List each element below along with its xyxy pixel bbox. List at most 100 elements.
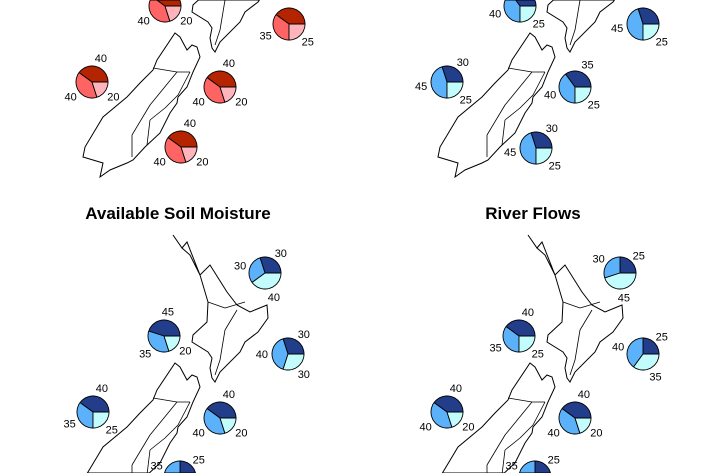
pie-label: 40 <box>522 307 534 319</box>
pie-slice-above <box>534 460 551 473</box>
pie-label: 40 <box>223 389 235 401</box>
pie-slice-above <box>79 395 110 413</box>
map-bottom-left <box>86 234 269 473</box>
pie-slice-normal <box>76 402 94 429</box>
pie-label: 20 <box>179 346 191 358</box>
pie-label: 40 <box>578 389 590 401</box>
pie-label: 40 <box>154 157 166 169</box>
pie-label: 45 <box>162 306 174 318</box>
pie-slice-below <box>219 86 237 103</box>
pie-label: 20 <box>462 422 474 434</box>
pie-slice-above <box>78 65 109 83</box>
pie-label: 40 <box>96 383 108 395</box>
pie-slice-below <box>446 411 464 428</box>
pie-slice-above <box>179 460 196 473</box>
pie-label: 20 <box>235 428 247 440</box>
pie-slice-above <box>561 401 592 419</box>
north-island-coastline <box>172 234 269 383</box>
pie-slice-above <box>206 401 237 419</box>
north-island-coastline <box>191 0 261 53</box>
pie-label: 40 <box>544 90 556 102</box>
pie-slice-below <box>574 417 592 434</box>
pie-slice-below <box>219 417 237 434</box>
pie-slice-normal <box>164 137 187 164</box>
pie-label: 30 <box>457 57 469 69</box>
pie-slice-below <box>282 353 305 371</box>
pie-slice-above <box>433 395 464 413</box>
pie-slice-normal <box>558 408 581 435</box>
south-island-coastline <box>86 362 201 473</box>
pie-slice-normal <box>148 0 171 23</box>
pie-slice-below <box>633 353 660 371</box>
pie-east-south-island: 40 40 20 <box>193 389 248 439</box>
pie-label: 40 <box>193 428 205 440</box>
pie-slice-above <box>148 319 181 337</box>
pie-slice-below <box>92 411 110 429</box>
pie-label: 30 <box>275 248 287 260</box>
pie-south-south-island: 25 35 <box>505 454 560 473</box>
pie-label: 30 <box>546 123 558 135</box>
pie-slice-normal <box>519 460 536 473</box>
pie-label: 25 <box>656 37 668 49</box>
map-top-right <box>437 0 616 179</box>
pie-label: 45 <box>504 147 516 159</box>
pie-slice-normal <box>502 326 520 353</box>
pie-slice-below <box>288 23 306 41</box>
pie-label: 25 <box>533 19 545 31</box>
pie-label: 40 <box>95 53 107 65</box>
pie-label: 35 <box>63 418 75 430</box>
pie-label: 45 <box>611 23 623 35</box>
pie-label: 35 <box>505 461 517 473</box>
pie-label: 25 <box>633 250 645 262</box>
pie-slice-normal <box>164 460 181 473</box>
north-island-coastline <box>546 0 616 53</box>
pie-label: 30 <box>593 253 605 265</box>
pie-slice-above <box>530 131 553 149</box>
pie-label: 20 <box>590 428 602 440</box>
pie-slice-normal <box>626 8 644 41</box>
pie-label: 40 <box>193 97 205 109</box>
panel-title-soil-moisture: Available Soil Moisture <box>85 204 270 223</box>
pie-label: 25 <box>548 454 560 466</box>
pie-label: 25 <box>302 37 314 49</box>
pie-slice-below <box>518 335 536 353</box>
north-island-coastline <box>527 234 624 383</box>
pie-label: 25 <box>549 161 561 173</box>
pie-slice-normal <box>430 402 453 429</box>
pie-label: 40 <box>184 118 196 130</box>
pie-slice-below <box>535 147 553 165</box>
pie-label: 35 <box>489 342 501 354</box>
south-island-coastline <box>437 32 556 179</box>
pie-label: 45 <box>415 81 427 93</box>
pie-label: 35 <box>649 371 661 383</box>
pie-slice-below <box>519 5 537 23</box>
region-boundaries <box>131 0 226 157</box>
region-boundaries <box>486 0 581 157</box>
pie-slice-above <box>619 256 637 274</box>
pie-slice-below <box>574 86 592 104</box>
pie-slice-normal <box>626 337 644 368</box>
pie-label: 40 <box>268 292 280 304</box>
pie-label: 20 <box>235 97 247 109</box>
pie-label: 20 <box>107 92 119 104</box>
pie-label: 35 <box>139 349 151 361</box>
pie-slice-above <box>282 337 305 355</box>
pie-label: 40 <box>612 341 624 353</box>
pie-south-south-island: 30 45 25 <box>504 123 561 173</box>
south-island-coastline <box>441 362 556 473</box>
pie-slice-normal <box>430 66 448 99</box>
pie-slice-normal <box>203 408 226 435</box>
